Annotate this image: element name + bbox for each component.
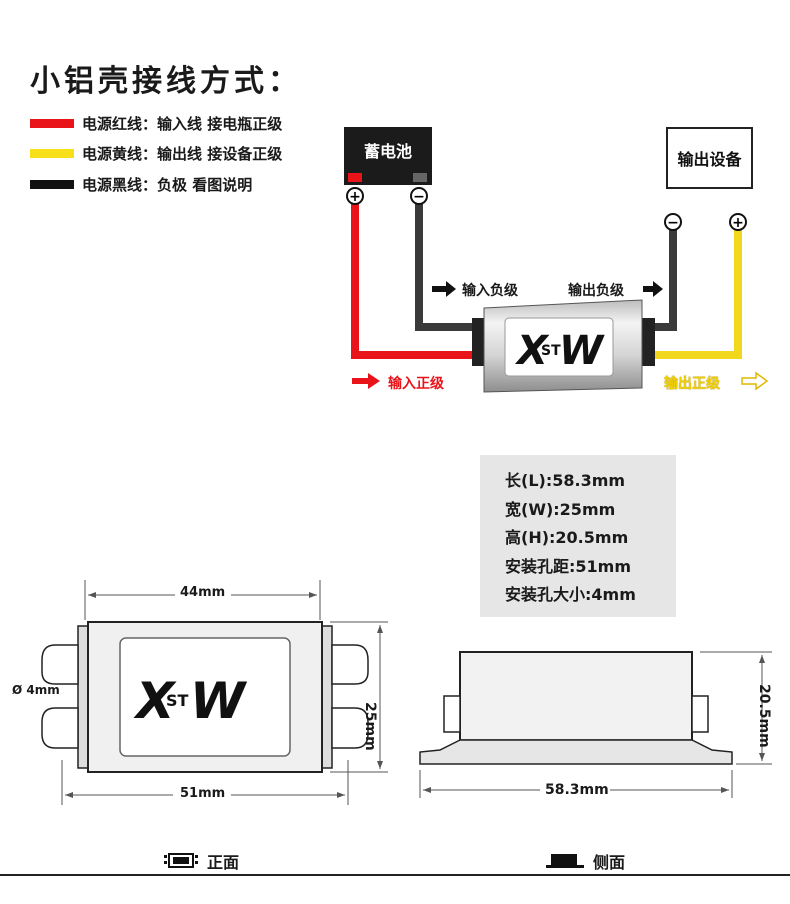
logo-st: ST — [541, 343, 561, 359]
spec-hole-spacing: 安装孔距:51mm — [505, 556, 632, 576]
side-bottom-arrow-right — [721, 787, 729, 793]
front-width-top-label: 44mm — [180, 585, 226, 600]
front-left-tab-upper — [41, 644, 79, 685]
battery-minus-sign: − — [413, 189, 425, 205]
legend-black: 电源黑线：负极 看图说明 — [30, 173, 252, 195]
bottom-divider — [0, 874, 790, 876]
output-positive-label: 输出正级 — [664, 376, 720, 392]
black-wire-swatch — [30, 179, 74, 189]
front-left-tab-lower — [41, 707, 79, 749]
red-wire-swatch — [30, 118, 74, 128]
front-logo-w: W — [190, 672, 248, 730]
side-length-label: 58.3mm — [545, 782, 609, 798]
front-view-caption: 正面 — [163, 849, 239, 873]
arrow-input-positive-icon — [352, 373, 380, 389]
spec-hole-size: 安装孔大小:4mm — [505, 585, 636, 604]
front-logo-x: X — [133, 672, 177, 730]
front-hole-label: Ø 4mm — [12, 683, 60, 697]
side-left-tab — [443, 695, 461, 733]
battery-plus-sign: + — [349, 189, 361, 205]
device-label: 输出设备 — [677, 150, 742, 169]
logo-w: W — [559, 328, 605, 372]
device-plus-sign: + — [732, 215, 744, 231]
front-right-arrow-top — [377, 625, 383, 633]
battery-minus-icon — [410, 187, 428, 205]
module-label-plate — [504, 317, 614, 377]
front-bottom-arrow-left — [65, 792, 73, 798]
side-view-caption: 侧面 — [545, 849, 625, 873]
side-view-icon — [546, 854, 584, 868]
battery-positive-terminal — [348, 173, 362, 182]
logo-x: X — [514, 328, 550, 372]
side-right-tab — [691, 695, 709, 733]
front-view-drawing: X ST W — [41, 580, 388, 805]
side-view-label: 侧面 — [593, 853, 626, 872]
battery-negative-terminal — [413, 173, 427, 182]
side-base-flange — [419, 739, 733, 765]
legend-yellow: 电源黄线：输出线 接设备正级 — [30, 142, 282, 164]
device-box — [666, 127, 753, 189]
spec-panel: 长(L):58.3mm 宽(W):25mm 高(H):20.5mm 安装孔距:5… — [480, 455, 676, 617]
side-bottom-label-bg — [540, 780, 610, 800]
battery-plus-icon — [346, 187, 364, 205]
front-right-tab-lower — [331, 707, 369, 749]
side-bottom-arrow-left — [423, 787, 431, 793]
side-view-drawing — [419, 651, 772, 800]
side-height-label: 20.5mm — [756, 684, 772, 748]
spec-length: 长(L):58.3mm — [505, 471, 626, 490]
arrow-input-negative-icon — [432, 281, 456, 297]
front-label-plate — [119, 637, 291, 757]
page-title: 小铝壳接线方式： — [30, 64, 302, 99]
front-width-bottom-label: 51mm — [180, 786, 226, 801]
spec-height: 高(H):20.5mm — [505, 528, 629, 547]
spec-width: 宽(W):25mm — [505, 499, 616, 519]
device-minus-icon — [664, 213, 682, 231]
yellow-wire-swatch — [30, 148, 74, 158]
front-bottom-arrow-right — [337, 792, 345, 798]
legend-yellow-text: 电源黄线：输出线 接设备正级 — [82, 144, 283, 163]
front-logo-st: ST — [166, 691, 189, 710]
front-view-label: 正面 — [207, 853, 240, 872]
battery-label: 蓄电池 — [363, 142, 412, 161]
black-output-wire — [643, 230, 677, 331]
front-right-arrow-bottom — [377, 761, 383, 769]
wiring-diagram: + − − + — [344, 127, 769, 393]
front-right-tab-upper — [331, 644, 369, 685]
side-right-arrow-top — [759, 655, 765, 663]
module-logo: X ST W — [507, 322, 611, 374]
front-top-arrow-right — [309, 592, 317, 598]
input-positive-label: 输入正级 — [388, 376, 444, 392]
module-brand-logo: X ST W — [514, 328, 605, 374]
front-height-label: 25mm — [362, 702, 378, 751]
front-top-label-bg — [175, 584, 231, 604]
device-plus-icon — [729, 213, 747, 231]
front-view-icon — [164, 853, 198, 868]
yellow-output-wire — [643, 230, 742, 359]
red-input-wire — [351, 203, 480, 359]
output-negative-label: 输出负级 — [568, 283, 624, 299]
module-right-tab — [640, 318, 655, 366]
input-negative-label: 输入负级 — [462, 283, 518, 299]
front-bottom-label-bg — [173, 785, 231, 805]
front-top-arrow-left — [88, 592, 96, 598]
black-input-wire — [415, 203, 480, 331]
legend-red: 电源红线：输入线 接电瓶正级 — [30, 112, 282, 134]
side-right-arrow-bottom — [759, 753, 765, 761]
module-left-tab — [472, 318, 484, 366]
arrow-output-negative-icon — [643, 281, 663, 297]
legend-red-text: 电源红线：输入线 接电瓶正级 — [82, 114, 283, 133]
legend-black-text: 电源黑线：负极 看图说明 — [82, 175, 253, 194]
arrow-output-positive-icon — [741, 371, 769, 391]
device-minus-sign: − — [667, 215, 679, 231]
